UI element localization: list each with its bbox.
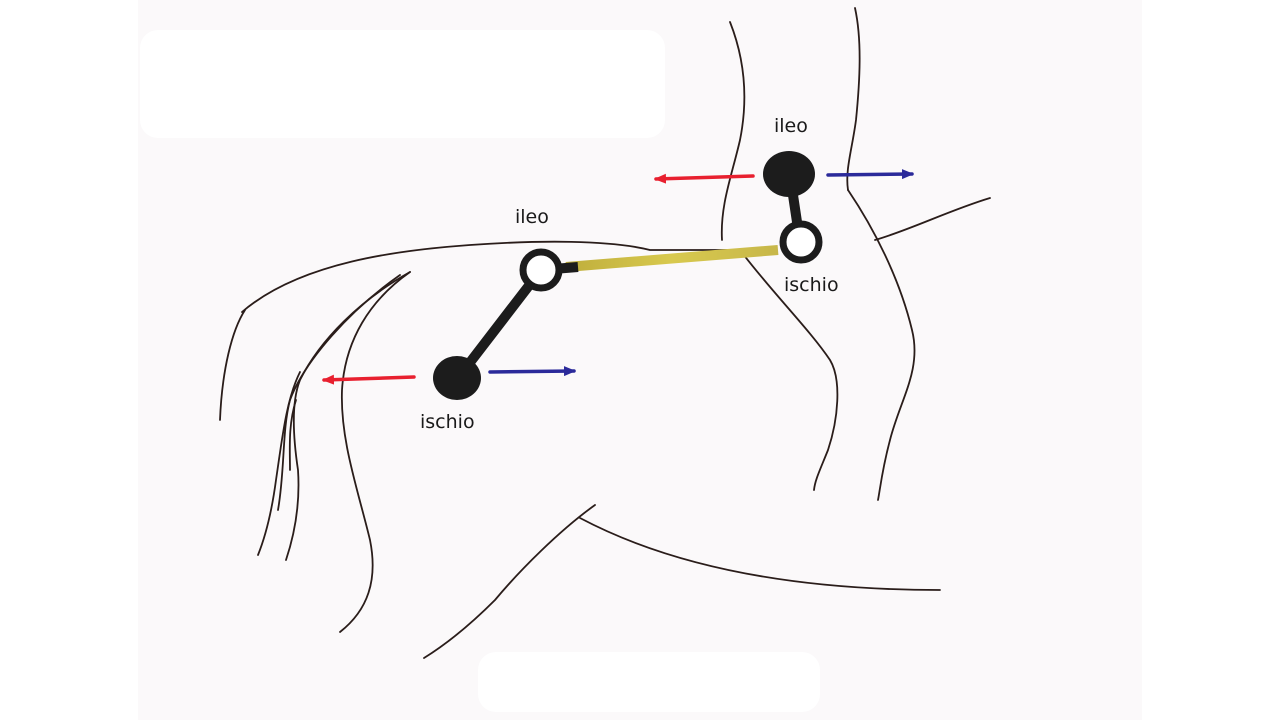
- tail-strand-3: [257, 371, 301, 556]
- force-arrows: [322, 169, 914, 385]
- left-pelvis-shaft: [453, 265, 546, 383]
- flank-upper-left: [720, 21, 746, 241]
- label-left-ischio: ischio: [420, 411, 475, 433]
- blank-patch-top: [140, 30, 665, 138]
- right-ischio-node: [779, 220, 823, 264]
- arrow-blue-right: [826, 169, 914, 180]
- flank-lower-left: [739, 249, 839, 491]
- arrow-red-left: [322, 374, 416, 385]
- arrow-red-right: [654, 173, 755, 184]
- label-left-ileo: ileo: [515, 206, 549, 228]
- flank-upper-right: [846, 7, 861, 191]
- label-right-ischio: ischio: [784, 274, 839, 296]
- thigh-line: [423, 504, 596, 659]
- horse-outline: [219, 7, 991, 659]
- buttock-line: [339, 271, 411, 633]
- croup-line: [241, 240, 741, 313]
- left-pelvis: [433, 248, 579, 400]
- right-pelvis: [763, 151, 823, 264]
- sacrotuberous-band: [565, 245, 779, 272]
- belly-line: [874, 197, 991, 241]
- label-right-ileo: ileo: [774, 115, 808, 137]
- left-ileo-node: [519, 248, 563, 292]
- stifle-line: [579, 517, 941, 591]
- tail-strand-1: [285, 271, 411, 561]
- left-ischio-node: [433, 356, 481, 400]
- tail-strand-4: [288, 399, 297, 471]
- flank-right-curve: [847, 189, 916, 501]
- blank-patch-bottom: [478, 652, 820, 712]
- arrow-blue-left: [488, 366, 576, 377]
- tail-outer: [219, 309, 246, 421]
- right-ileo-node: [763, 151, 815, 197]
